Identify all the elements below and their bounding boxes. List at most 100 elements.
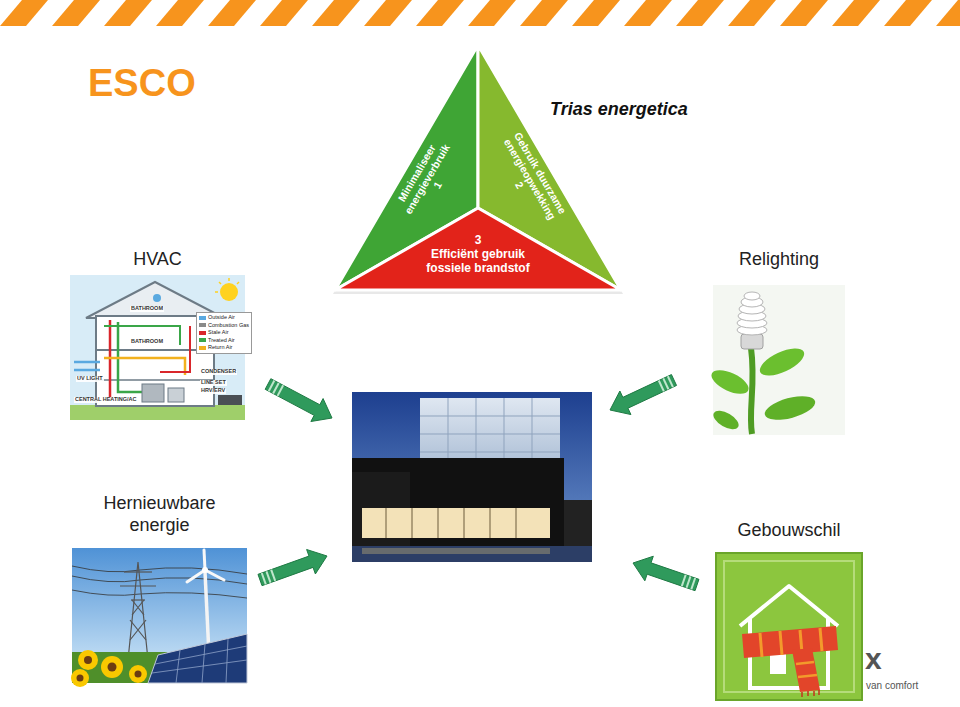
segment-shape (335, 45, 621, 290)
tile-heading: Gebouwschil (716, 519, 862, 541)
relighting-illustration (708, 285, 845, 435)
illustration-part (796, 662, 814, 664)
illustration-part (72, 566, 247, 598)
illustration-part (187, 570, 205, 582)
illustration-part (362, 508, 550, 538)
illustration-part (352, 392, 592, 562)
illustration-part (820, 628, 822, 651)
illustration-part (152, 639, 247, 683)
segment-fill (335, 45, 478, 290)
illustration-part (215, 278, 239, 292)
arrow-stripe (269, 381, 275, 392)
arrow-stripe (262, 573, 266, 584)
illustration-part (741, 334, 763, 349)
picture-tile: Relighting (713, 248, 845, 435)
illustration-part (708, 365, 752, 398)
block-arrow (265, 379, 332, 422)
illustration-part (333, 47, 623, 294)
illustration-part (104, 326, 180, 345)
legend-row: Outside Air (199, 314, 249, 322)
legend-text: Stale Air (208, 330, 228, 336)
logo-text: van comfort (866, 681, 918, 692)
illustration-part (516, 508, 517, 538)
arrow-stripe (271, 570, 275, 581)
step-number: 1 (406, 139, 467, 231)
illustration-part (716, 553, 862, 700)
top-stripe-band (0, 0, 960, 26)
illustration-part (807, 691, 809, 696)
illustration-part (751, 348, 753, 434)
illustration-part (205, 570, 224, 580)
illustration-part (813, 691, 815, 696)
illustration-part (124, 571, 152, 572)
arrow-stripe (266, 571, 270, 582)
segment-text: Minimaliseer energieverbruik (386, 127, 457, 226)
legend-text: Outside Air (208, 315, 235, 321)
illustration-part (109, 320, 112, 400)
segment-text: Gebruik duurzame energieopwekking (497, 123, 572, 228)
illustration-part (744, 292, 760, 300)
arrow-body (610, 375, 677, 415)
legend-row: Combustion Gas (199, 322, 249, 330)
illustration-part (108, 663, 117, 672)
illustration-part (160, 326, 190, 372)
illustration-part (0, 0, 960, 26)
illustration-part (352, 546, 592, 562)
legend-swatch (199, 338, 206, 342)
arrow-stripe (668, 376, 673, 387)
step-number: 2 (487, 135, 552, 234)
segment-fill (478, 45, 621, 290)
illustration-part (0, 0, 960, 26)
illustration-part (362, 548, 550, 554)
illustration-part (77, 675, 84, 682)
triangle-segment: 3Efficiënt gebruik fossiele brandstof (335, 45, 621, 290)
illustration-part (128, 562, 148, 660)
illustration-part (168, 388, 184, 402)
illustration-part (215, 291, 218, 293)
illustration-part (220, 283, 238, 301)
segment-shape (335, 45, 621, 290)
illustration-part (101, 656, 123, 678)
arrow-body (633, 556, 699, 590)
tile-heading: HVAC (70, 248, 245, 270)
illustration-part (218, 395, 242, 405)
illustration-part (798, 675, 817, 677)
illustration-part (464, 508, 465, 538)
segment-text: Efficiënt gebruik fossiele brandstof (418, 248, 538, 276)
illustration-part (71, 650, 147, 687)
illustration-part (818, 690, 820, 695)
room-label: BATHROOM (130, 306, 164, 312)
illustration-part (72, 566, 247, 574)
illustration-part (120, 585, 156, 586)
part-label: CENTRAL HEATING/AC (74, 397, 138, 403)
illustration-part (710, 407, 741, 433)
block-arrow (610, 375, 677, 415)
illustration-part (152, 660, 247, 673)
illustration-part (386, 508, 516, 538)
block-arrow (633, 556, 699, 590)
hvac-legend: Outside AirCombustion GasStale AirTreate… (196, 312, 252, 354)
building-photo (352, 392, 592, 562)
segment-fill (335, 208, 621, 290)
arrow-stripe (687, 576, 691, 587)
legend-swatch (199, 331, 206, 335)
arrow-stripe (659, 381, 664, 392)
illustration-part (130, 600, 146, 640)
legend-text: Combustion Gas (208, 323, 249, 329)
illustration-part (187, 550, 224, 582)
segment-shape (335, 45, 621, 290)
illustration-part (801, 692, 803, 697)
illustration-part (135, 671, 142, 678)
triangle-segment: Minimaliseer energieverbruik1 (335, 45, 621, 290)
illustration-part (176, 650, 180, 683)
illustration-part (70, 275, 245, 420)
illustration-part (96, 379, 214, 381)
illustration-part (72, 548, 247, 683)
illustration-part (780, 631, 782, 655)
block-arrow (258, 549, 327, 585)
legend-swatch (199, 346, 206, 350)
segment-text-group: Gebruik duurzame energieopwekking2 (487, 123, 573, 235)
legend-swatch (199, 316, 206, 320)
